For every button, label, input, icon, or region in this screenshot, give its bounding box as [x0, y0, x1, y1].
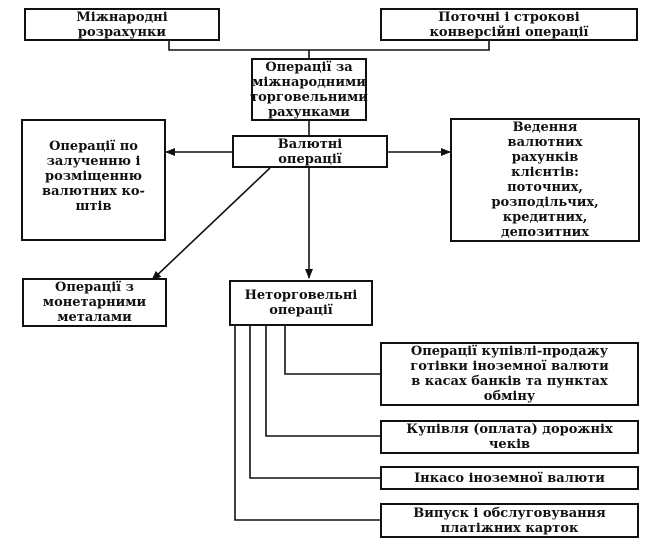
label-travel-cheques: Купівля (оплата) дорожніх чеків: [406, 422, 613, 452]
box-payment-cards: Випуск і обслуговування платіжних карток: [380, 503, 639, 538]
branch-travel-cheques: [265, 326, 380, 437]
connector-top: [168, 41, 490, 51]
branch-cash-exchange: [284, 326, 380, 375]
box-client-accounts: Ведення валютних рахунків клієнтів: пото…: [450, 118, 640, 242]
branch-payment-cards: [234, 326, 380, 521]
branch-collection: [249, 326, 380, 479]
label-client-accounts: Ведення валютних рахунків клієнтів: пото…: [491, 120, 599, 240]
box-trade-accounts-operations: Операції за міжнародними торговельними р…: [250, 58, 368, 121]
box-monetary-metals: Операції з монетарними металами: [22, 278, 167, 327]
label-conversion-operations: Поточні і строкові конверсійні операції: [429, 9, 589, 40]
box-attract-place-funds: Операції по залученню і розміщенню валют…: [21, 119, 166, 241]
box-currency-operations: Валютні операції: [232, 135, 388, 168]
label-international-settlements: Міжнародні розрахунки: [76, 9, 168, 40]
label-monetary-metals: Операції з монетарними металами: [42, 280, 147, 325]
label-collection-fx: Інкасо іноземної валюти: [414, 470, 605, 486]
box-international-settlements: Міжнародні розрахунки: [24, 8, 220, 41]
label-currency-operations: Валютні операції: [277, 136, 343, 167]
box-travel-cheques: Купівля (оплата) дорожніх чеків: [380, 420, 639, 454]
box-non-trade-operations: Неторговельні операції: [229, 280, 373, 326]
box-collection-fx: Інкасо іноземної валюти: [380, 466, 639, 490]
label-trade-accounts-operations: Операції за міжнародними торговельними р…: [250, 59, 368, 120]
box-cash-exchange: Операції купівлі-продажу готівки іноземн…: [380, 342, 639, 406]
label-attract-place-funds: Операції по залученню і розміщенню валют…: [42, 139, 145, 214]
label-payment-cards: Випуск і обслуговування платіжних карток: [413, 505, 606, 536]
label-non-trade-operations: Неторговельні операції: [244, 288, 358, 318]
label-cash-exchange: Операції купівлі-продажу готівки іноземн…: [410, 344, 609, 404]
arrow-to-monetary-metals: [151, 167, 271, 281]
box-conversion-operations: Поточні і строкові конверсійні операції: [380, 8, 638, 41]
